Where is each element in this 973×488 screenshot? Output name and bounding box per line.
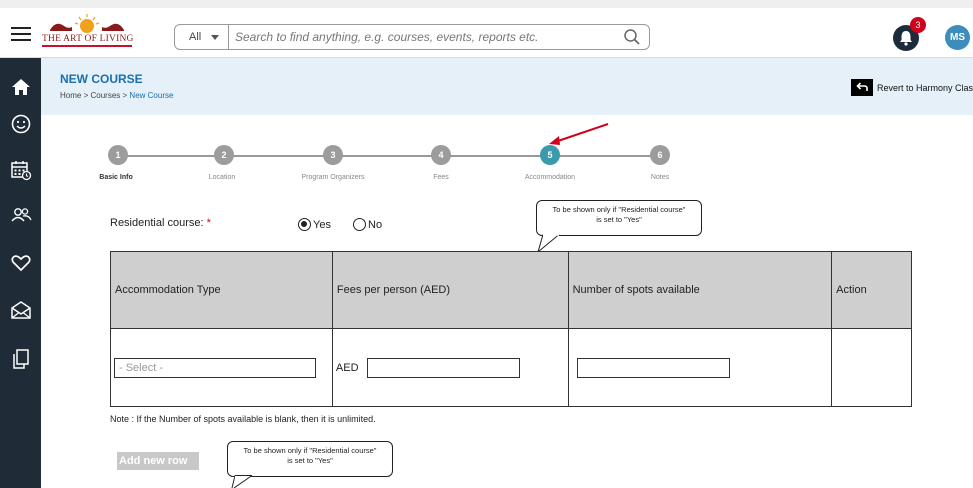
accommodation-type-cell: - Select - <box>110 328 333 407</box>
search-input[interactable] <box>235 27 615 47</box>
table-row: - Select - AED <box>110 328 912 407</box>
step-6-label: Notes <box>650 174 670 181</box>
residential-yes-label[interactable]: Yes <box>313 219 331 231</box>
callout-bottom-line-2: is set to "Yes" <box>287 456 333 465</box>
residential-no-radio[interactable] <box>353 218 366 231</box>
mail-icon[interactable] <box>10 299 32 321</box>
annotation-arrow-icon <box>549 123 609 145</box>
step-2-label: Location <box>208 174 236 181</box>
smiley-icon[interactable] <box>10 113 32 135</box>
column-header-number-of-spots: Number of spots available <box>567 251 833 329</box>
revert-to-harmony-link[interactable]: Revert to Harmony Clas <box>877 83 973 93</box>
calendar-icon[interactable] <box>10 159 32 181</box>
residential-course-label: Residential course: * <box>110 217 211 229</box>
documents-icon[interactable] <box>10 348 32 370</box>
logo-text: THE ART OF LIVING <box>42 34 134 44</box>
app-header: THE ART OF LIVING All 3 MS <box>0 8 973 58</box>
notification-count-badge: 3 <box>910 17 926 33</box>
hamburger-menu-icon[interactable] <box>11 27 31 41</box>
home-icon[interactable] <box>10 76 32 98</box>
residential-course-text: Residential course: <box>110 217 204 229</box>
action-cell <box>831 328 912 407</box>
page-header-bar: NEW COURSE Home > Courses > New Course R… <box>41 58 973 115</box>
breadcrumb-home[interactable]: Home <box>60 91 82 100</box>
currency-label: AED <box>335 361 359 374</box>
users-icon[interactable] <box>10 204 32 226</box>
breadcrumb-separator: > <box>122 91 128 100</box>
logo-sun-swans-icon <box>50 14 124 33</box>
heart-icon[interactable] <box>10 252 32 274</box>
accommodation-table: Accommodation Type Fees per person (AED)… <box>110 251 912 407</box>
breadcrumb-separator: > <box>83 91 89 100</box>
step-3-label: Program Organizers <box>301 174 365 181</box>
callout-residential-note-top: To be shown only if "Residential course"… <box>536 200 702 236</box>
column-header-fees-per-person: Fees per person (AED) <box>331 251 569 329</box>
accommodation-type-select[interactable]: - Select - <box>114 357 316 378</box>
stepper-track <box>118 155 660 157</box>
spots-cell <box>567 328 833 407</box>
logo[interactable]: THE ART OF LIVING <box>42 12 134 52</box>
page-title: NEW COURSE <box>60 72 143 86</box>
step-3-marker[interactable]: 3 <box>323 145 343 165</box>
add-new-row-button[interactable]: Add new row <box>117 452 199 470</box>
required-mark: * <box>206 217 211 229</box>
sidebar <box>0 58 41 488</box>
step-1-label: Basic Info <box>99 174 133 181</box>
callout-top-line-2: is set to "Yes" <box>596 215 642 224</box>
step-4-label: Fees <box>433 174 449 181</box>
column-header-action: Action <box>831 251 912 329</box>
callout-bottom-tail-icon <box>231 475 253 488</box>
top-strip <box>0 0 973 8</box>
callout-residential-note-bottom: To be shown only if "Residential course"… <box>227 441 393 477</box>
spots-note: Note : If the Number of spots available … <box>110 414 376 424</box>
search-bar: All <box>174 24 650 50</box>
fees-cell: AED <box>331 328 569 407</box>
step-5-label: Accommodation <box>524 174 576 181</box>
step-2-marker[interactable]: 2 <box>214 145 234 165</box>
revert-arrow-icon[interactable] <box>851 79 873 96</box>
breadcrumb-courses[interactable]: Courses <box>90 91 121 100</box>
step-5-marker[interactable]: 5 <box>540 145 560 165</box>
search-category-select[interactable]: All <box>175 25 229 49</box>
user-avatar[interactable]: MS <box>945 25 970 50</box>
callout-bottom-line-1: To be shown only if "Residential course" <box>243 446 377 455</box>
search-icon[interactable] <box>623 28 641 46</box>
caret-down-icon <box>211 35 219 40</box>
breadcrumb: Home > Courses > New Course <box>60 91 173 100</box>
residential-yes-radio[interactable] <box>298 218 311 231</box>
bell-icon <box>900 31 912 46</box>
table-header-row: Accommodation Type Fees per person (AED)… <box>110 251 912 329</box>
step-1-marker[interactable]: 1 <box>108 145 128 165</box>
search-category-value: All <box>189 31 202 43</box>
column-header-accommodation-type: Accommodation Type <box>110 251 333 329</box>
residential-no-label[interactable]: No <box>368 219 383 231</box>
step-4-marker[interactable]: 4 <box>431 145 451 165</box>
breadcrumb-current: New Course <box>129 91 174 100</box>
fees-per-person-input[interactable] <box>366 357 520 378</box>
logo-underline <box>42 45 132 47</box>
spots-available-input[interactable] <box>576 357 730 378</box>
callout-top-line-1: To be shown only if "Residential course" <box>552 205 686 214</box>
step-6-marker[interactable]: 6 <box>650 145 670 165</box>
